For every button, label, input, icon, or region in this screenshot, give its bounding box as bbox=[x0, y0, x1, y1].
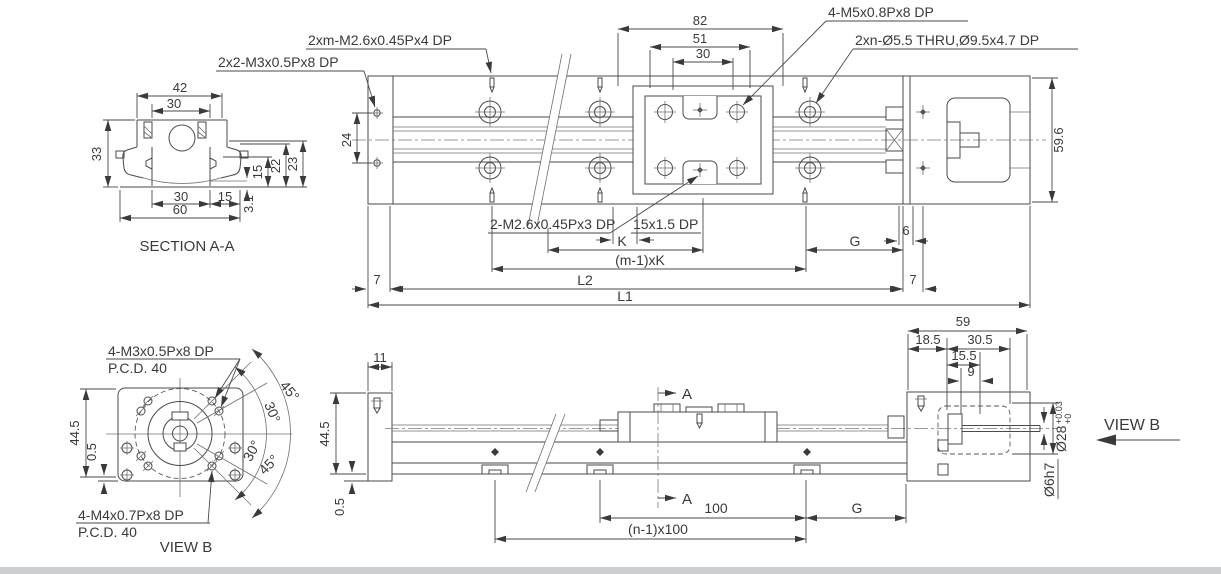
motor-dim-30-5: 30.5 bbox=[967, 332, 992, 347]
dim-59-6: 59.6 bbox=[1051, 127, 1066, 152]
plan-dims-bottom: 2-M2.6x0.45Px3 DP 15x1.5 DP K G 6 (m-1)x… bbox=[352, 175, 1031, 309]
flange-angle-dims: 45° 30° 30° 45° bbox=[193, 348, 303, 519]
flange-dim-0-5: 0.5 bbox=[84, 443, 99, 461]
flange-view-b: 45° 30° 30° 45° 44.5 0.5 4-M3x0.5Px8 DP … bbox=[67, 343, 303, 556]
plan-end-holes bbox=[371, 107, 383, 169]
dim-51: 51 bbox=[693, 31, 707, 46]
angle-45-bottom: 45° bbox=[255, 451, 281, 477]
side-break-lines bbox=[525, 413, 566, 493]
plan-carriage bbox=[632, 85, 774, 195]
dim-30-bottom: 30 bbox=[174, 189, 188, 204]
pcd-circle bbox=[134, 388, 226, 479]
section-aa-body bbox=[115, 119, 249, 188]
motor-dim-pilot: Ø28 +0.03 +0 bbox=[1053, 401, 1073, 452]
dim-6: 6 bbox=[902, 223, 909, 238]
section-marker-a-bottom: A bbox=[682, 491, 692, 508]
motor-housing-view: 59 18.5 30.5 15.5 9 Ø28 +0.03 +0 Ø6h7 VI… bbox=[906, 314, 1180, 499]
motor-dim-15-5: 15.5 bbox=[951, 348, 976, 363]
dim-7-right: 7 bbox=[909, 272, 916, 287]
callout-carriage-holes: 4-M5x0.8Px8 DP bbox=[828, 4, 934, 20]
plan-edge-screws bbox=[489, 77, 808, 203]
dim-l2: L2 bbox=[577, 272, 593, 288]
motor-view-pointer: VIEW B bbox=[1096, 417, 1180, 446]
angle-45-top: 45° bbox=[277, 378, 303, 405]
dim-m1xk: (m-1)xK bbox=[615, 252, 665, 268]
dim-15-bottom: 15 bbox=[218, 189, 232, 204]
dim-7-left: 7 bbox=[373, 272, 380, 287]
callout-counterbore: 2xn-Ø5.5 THRU,Ø9.5x4.7 DP bbox=[855, 32, 1039, 48]
dim-g-plan: G bbox=[850, 233, 861, 249]
plan-callouts: 2xm-M2.6x0.45Px4 DP 2x2-M3x0.5Px8 DP 4-M… bbox=[216, 4, 1078, 108]
dim-3-1: 3.1 bbox=[241, 195, 256, 213]
motor-dims: 59 18.5 30.5 15.5 9 Ø28 +0.03 +0 Ø6h7 bbox=[907, 314, 1073, 499]
section-aa-view: 42 30 33 15 22 23 30 15 3.1 60 SECTION bbox=[89, 80, 307, 255]
dim-30-top: 30 bbox=[167, 96, 181, 111]
view-b-arrow-icon bbox=[1096, 434, 1116, 446]
dim-22: 22 bbox=[268, 159, 283, 173]
side-section-marker: A A bbox=[657, 386, 692, 508]
page-bottom-edge bbox=[0, 567, 1221, 574]
dim-k: K bbox=[617, 233, 627, 249]
flange-view-label: VIEW B bbox=[160, 539, 213, 556]
side-dim-44-5: 44.5 bbox=[317, 421, 332, 446]
plan-break-lines bbox=[527, 53, 572, 227]
shaft-dia: Ø6h7 bbox=[1041, 463, 1057, 497]
plan-counterbore-holes bbox=[475, 97, 825, 183]
pcd-bottom-label: P.C.D. 40 bbox=[78, 524, 137, 540]
side-slots bbox=[481, 448, 821, 474]
dim-82: 82 bbox=[693, 13, 707, 28]
flange-dims: 44.5 0.5 bbox=[67, 388, 118, 494]
plan-dim-59-6: 59.6 bbox=[1032, 77, 1066, 203]
dim-23: 23 bbox=[285, 157, 300, 171]
pilot-dia: Ø28 bbox=[1053, 425, 1069, 452]
callout-m4: 4-M4x0.7Px8 DP bbox=[78, 507, 184, 523]
callout-m3: 4-M3x0.5Px8 DP bbox=[108, 343, 214, 359]
flange-holes bbox=[120, 395, 242, 482]
dim-60: 60 bbox=[173, 202, 187, 217]
flange-body bbox=[106, 378, 292, 497]
dim-l1: L1 bbox=[617, 288, 633, 304]
motor-screw bbox=[915, 395, 927, 412]
plan-view: 82 51 30 24 59.6 2xm-M2.6x0.45Px4 DP 2x2… bbox=[216, 4, 1078, 309]
dim-42: 42 bbox=[173, 80, 187, 95]
dim-30: 30 bbox=[696, 46, 710, 61]
flange-dim-44-5: 44.5 bbox=[67, 420, 82, 445]
pilot-tol-upper: +0.03 bbox=[1054, 401, 1064, 424]
section-marker-a-top: A bbox=[682, 386, 692, 403]
plan-motor-section bbox=[916, 97, 1030, 183]
side-dim-100: 100 bbox=[704, 500, 728, 516]
section-aa-label: SECTION A-A bbox=[139, 238, 234, 255]
pilot-tol-lower: +0 bbox=[1063, 414, 1073, 424]
dim-33: 33 bbox=[89, 147, 104, 161]
plan-dims-top: 82 51 30 bbox=[617, 13, 784, 90]
callout-slot: 15x1.5 DP bbox=[633, 216, 698, 232]
motor-dim-18-5: 18.5 bbox=[915, 332, 940, 347]
motor-dim-shaft: Ø6h7 bbox=[1041, 459, 1059, 499]
side-end-screw bbox=[371, 397, 383, 414]
motor-view-label: VIEW B bbox=[1104, 417, 1160, 434]
side-dim-0-5: 0.5 bbox=[332, 498, 347, 516]
flange-callouts: 4-M3x0.5Px8 DP P.C.D. 40 4-M4x0.7Px8 DP … bbox=[76, 343, 241, 556]
side-carriage bbox=[599, 403, 778, 443]
motor-dim-59: 59 bbox=[956, 314, 970, 329]
callout-end-holes: 2x2-M3x0.5Px8 DP bbox=[218, 54, 339, 70]
callout-top-screws: 2xm-M2.6x0.45Px4 DP bbox=[308, 32, 452, 48]
callout-center-holes: 2-M2.6x0.45Px3 DP bbox=[490, 216, 615, 232]
section-aa-dims: 42 30 33 15 22 23 30 15 3.1 60 bbox=[89, 80, 307, 222]
motor-body bbox=[906, 391, 1041, 482]
angle-30-top: 30° bbox=[261, 399, 284, 425]
dim-24: 24 bbox=[339, 133, 354, 147]
pcd-top-label: P.C.D. 40 bbox=[108, 360, 167, 376]
dim-15-right: 15 bbox=[250, 165, 265, 179]
plan-dim-24: 24 bbox=[339, 112, 372, 164]
side-dim-11: 11 bbox=[373, 350, 387, 365]
side-dim-g: G bbox=[852, 500, 863, 516]
motor-dim-9: 9 bbox=[967, 364, 974, 379]
side-view: A A 11 44.5 0.5 100 G (n-1)x100 bbox=[317, 350, 1058, 543]
plan-bearing-block bbox=[885, 106, 904, 174]
side-dim-n1x100: (n-1)x100 bbox=[628, 521, 688, 537]
side-dims: 11 44.5 0.5 100 G (n-1)x100 bbox=[317, 350, 907, 543]
